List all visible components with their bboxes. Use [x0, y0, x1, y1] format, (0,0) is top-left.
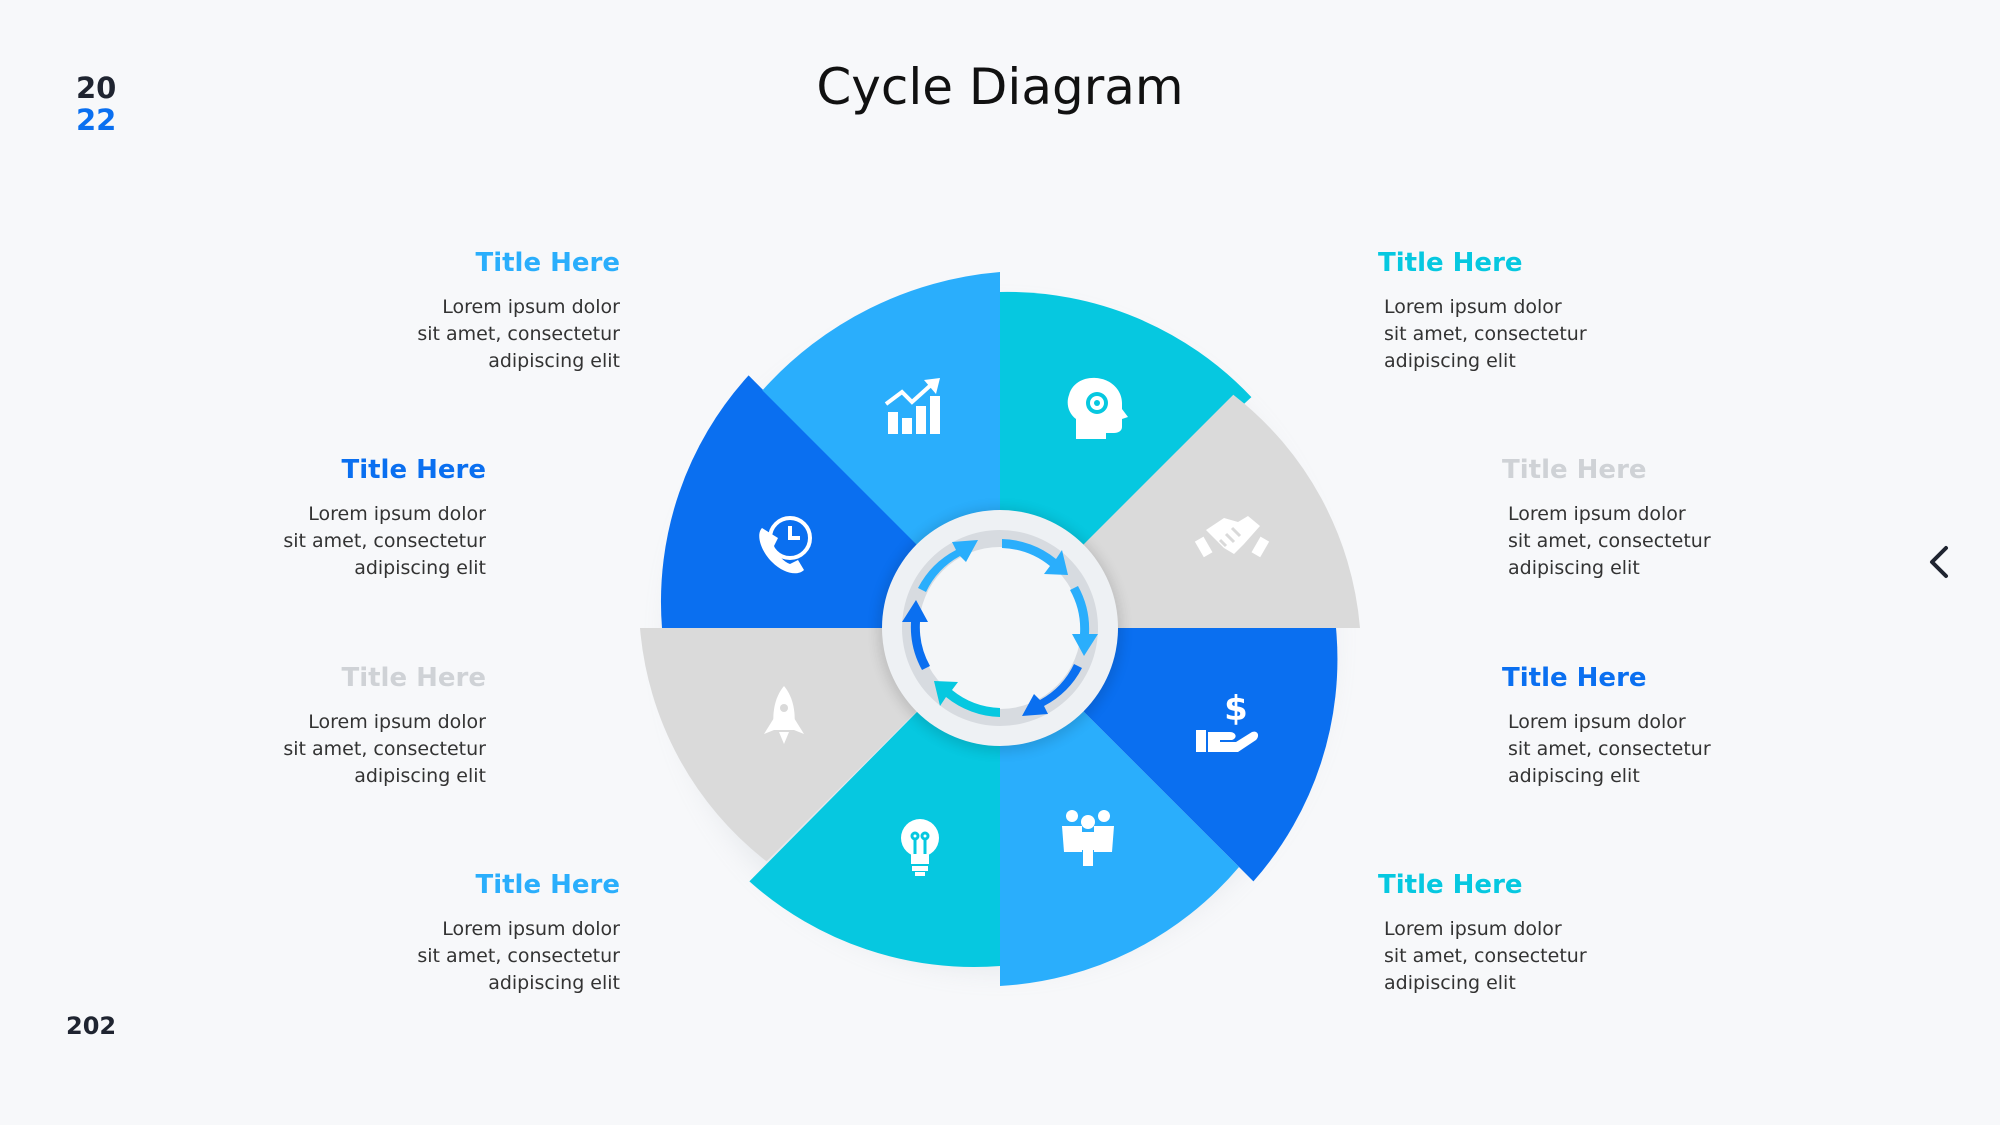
item-5-desc: Lorem ipsum dolor sit amet, consectetur …	[1384, 296, 1587, 372]
item-2: Title Here Lorem ipsum dolor sit amet, c…	[166, 455, 486, 582]
chevron-left-icon[interactable]	[1922, 542, 1958, 582]
year-top: 20	[76, 71, 117, 105]
item-2-title: Title Here	[341, 455, 486, 485]
svg-text:$: $	[1224, 689, 1248, 729]
item-1-desc: Lorem ipsum dolor sit amet, consectetur …	[417, 296, 620, 372]
cycle-arrows-icon	[902, 539, 1098, 717]
page-title: Cycle Diagram	[816, 58, 1184, 116]
item-3-title: Title Here	[341, 663, 486, 693]
item-2-desc: Lorem ipsum dolor sit amet, consectetur …	[283, 503, 486, 579]
item-3: Title Here Lorem ipsum dolor sit amet, c…	[166, 663, 486, 790]
item-8-title: Title Here	[1378, 870, 1523, 900]
item-7: Title Here Lorem ipsum dolor sit amet, c…	[1502, 663, 1822, 790]
item-4: Title Here Lorem ipsum dolor sit amet, c…	[300, 870, 620, 997]
item-8-desc: Lorem ipsum dolor sit amet, consectetur …	[1384, 918, 1587, 994]
item-6-title: Title Here	[1502, 455, 1647, 485]
growth-chart-icon	[884, 378, 940, 434]
page-number: 202	[66, 1012, 117, 1040]
team-icon	[1062, 810, 1114, 866]
item-1-title: Title Here	[475, 248, 620, 278]
lightbulb-icon	[901, 819, 939, 876]
center-hub	[919, 547, 1081, 709]
item-6: Title Here Lorem ipsum dolor sit amet, c…	[1502, 455, 1822, 582]
hand-dollar-icon: $	[1196, 689, 1259, 752]
year-bottom: 22	[76, 103, 117, 137]
item-5-title: Title Here	[1378, 248, 1523, 278]
item-8: Title Here Lorem ipsum dolor sit amet, c…	[1378, 870, 1698, 997]
phone-clock-icon	[759, 516, 812, 574]
item-1: Title Here Lorem ipsum dolor sit amet, c…	[300, 248, 620, 375]
item-7-desc: Lorem ipsum dolor sit amet, consectetur …	[1508, 711, 1711, 787]
handshake-icon	[1194, 516, 1270, 558]
item-3-desc: Lorem ipsum dolor sit amet, consectetur …	[283, 711, 486, 787]
item-4-title: Title Here	[475, 870, 620, 900]
item-5: Title Here Lorem ipsum dolor sit amet, c…	[1378, 248, 1698, 375]
item-6-desc: Lorem ipsum dolor sit amet, consectetur …	[1508, 503, 1711, 579]
item-7-title: Title Here	[1502, 663, 1647, 693]
year-label: 20 22	[76, 72, 116, 136]
rocket-icon	[764, 686, 804, 744]
item-4-desc: Lorem ipsum dolor sit amet, consectetur …	[417, 918, 620, 994]
brain-gear-icon	[1067, 377, 1128, 439]
